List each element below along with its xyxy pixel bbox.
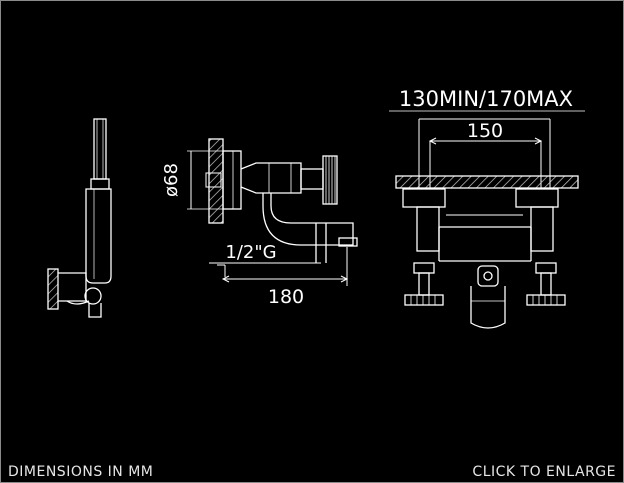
thread-label: 1/2"G (225, 242, 276, 263)
shower-head (93, 118, 107, 180)
dimensions-caption: DIMENSIONS IN MM (8, 464, 154, 480)
diameter-label: ø68 (161, 163, 182, 197)
mixer-front-view (389, 110, 585, 329)
right-knob (526, 294, 566, 306)
enlarge-link[interactable]: CLICK TO ENLARGE (472, 464, 616, 480)
centers-label: 150 (467, 120, 503, 142)
wall-hatch-left (47, 268, 59, 310)
side-knob (322, 155, 338, 205)
hand-shower-view (47, 118, 112, 318)
wall-hatch-right (395, 175, 579, 189)
shower-handle (85, 188, 112, 284)
left-knob (404, 294, 444, 306)
projection-label: 180 (268, 286, 304, 308)
mixer-side-view (187, 138, 358, 286)
overall-width-label: 130MIN/170MAX (399, 87, 573, 111)
